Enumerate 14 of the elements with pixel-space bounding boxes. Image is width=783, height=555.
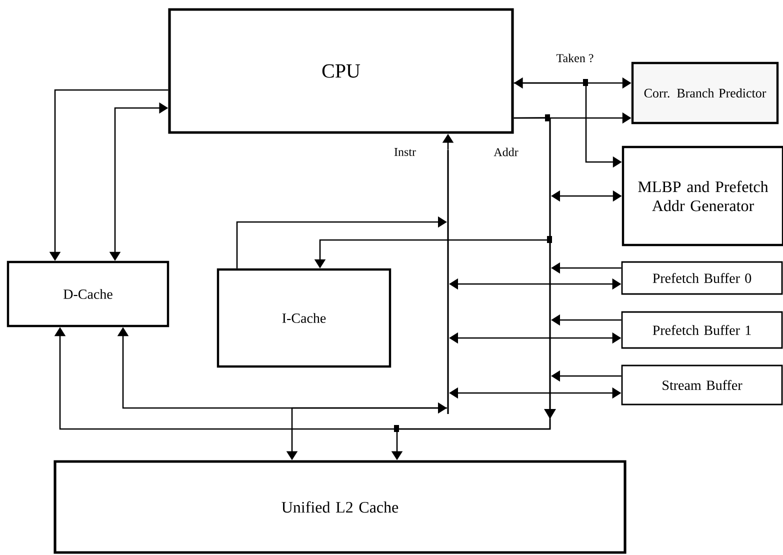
cache-box: Unified L2 Cache (54, 460, 626, 554)
buffer-box: Prefetch Buffer 1 (621, 311, 783, 349)
cpu-box: CPU (168, 8, 514, 134)
bus-label: Addr (494, 148, 518, 156)
arrow (514, 114, 550, 122)
buffer-box: Prefetch Buffer 0 (621, 261, 783, 295)
cache-box: I-Cache (216, 268, 392, 368)
bus-line (544, 118, 556, 419)
bus-label: Instr (394, 148, 416, 156)
predictor-box: Corr. Branch Predictor (631, 62, 779, 124)
generator-box: MLBP and Prefetch Addr Generator (622, 146, 783, 246)
cache-box: D-Cache (6, 260, 170, 328)
edge-label: Taken ? (555, 52, 595, 64)
buffer-box: Stream Buffer (621, 364, 783, 406)
